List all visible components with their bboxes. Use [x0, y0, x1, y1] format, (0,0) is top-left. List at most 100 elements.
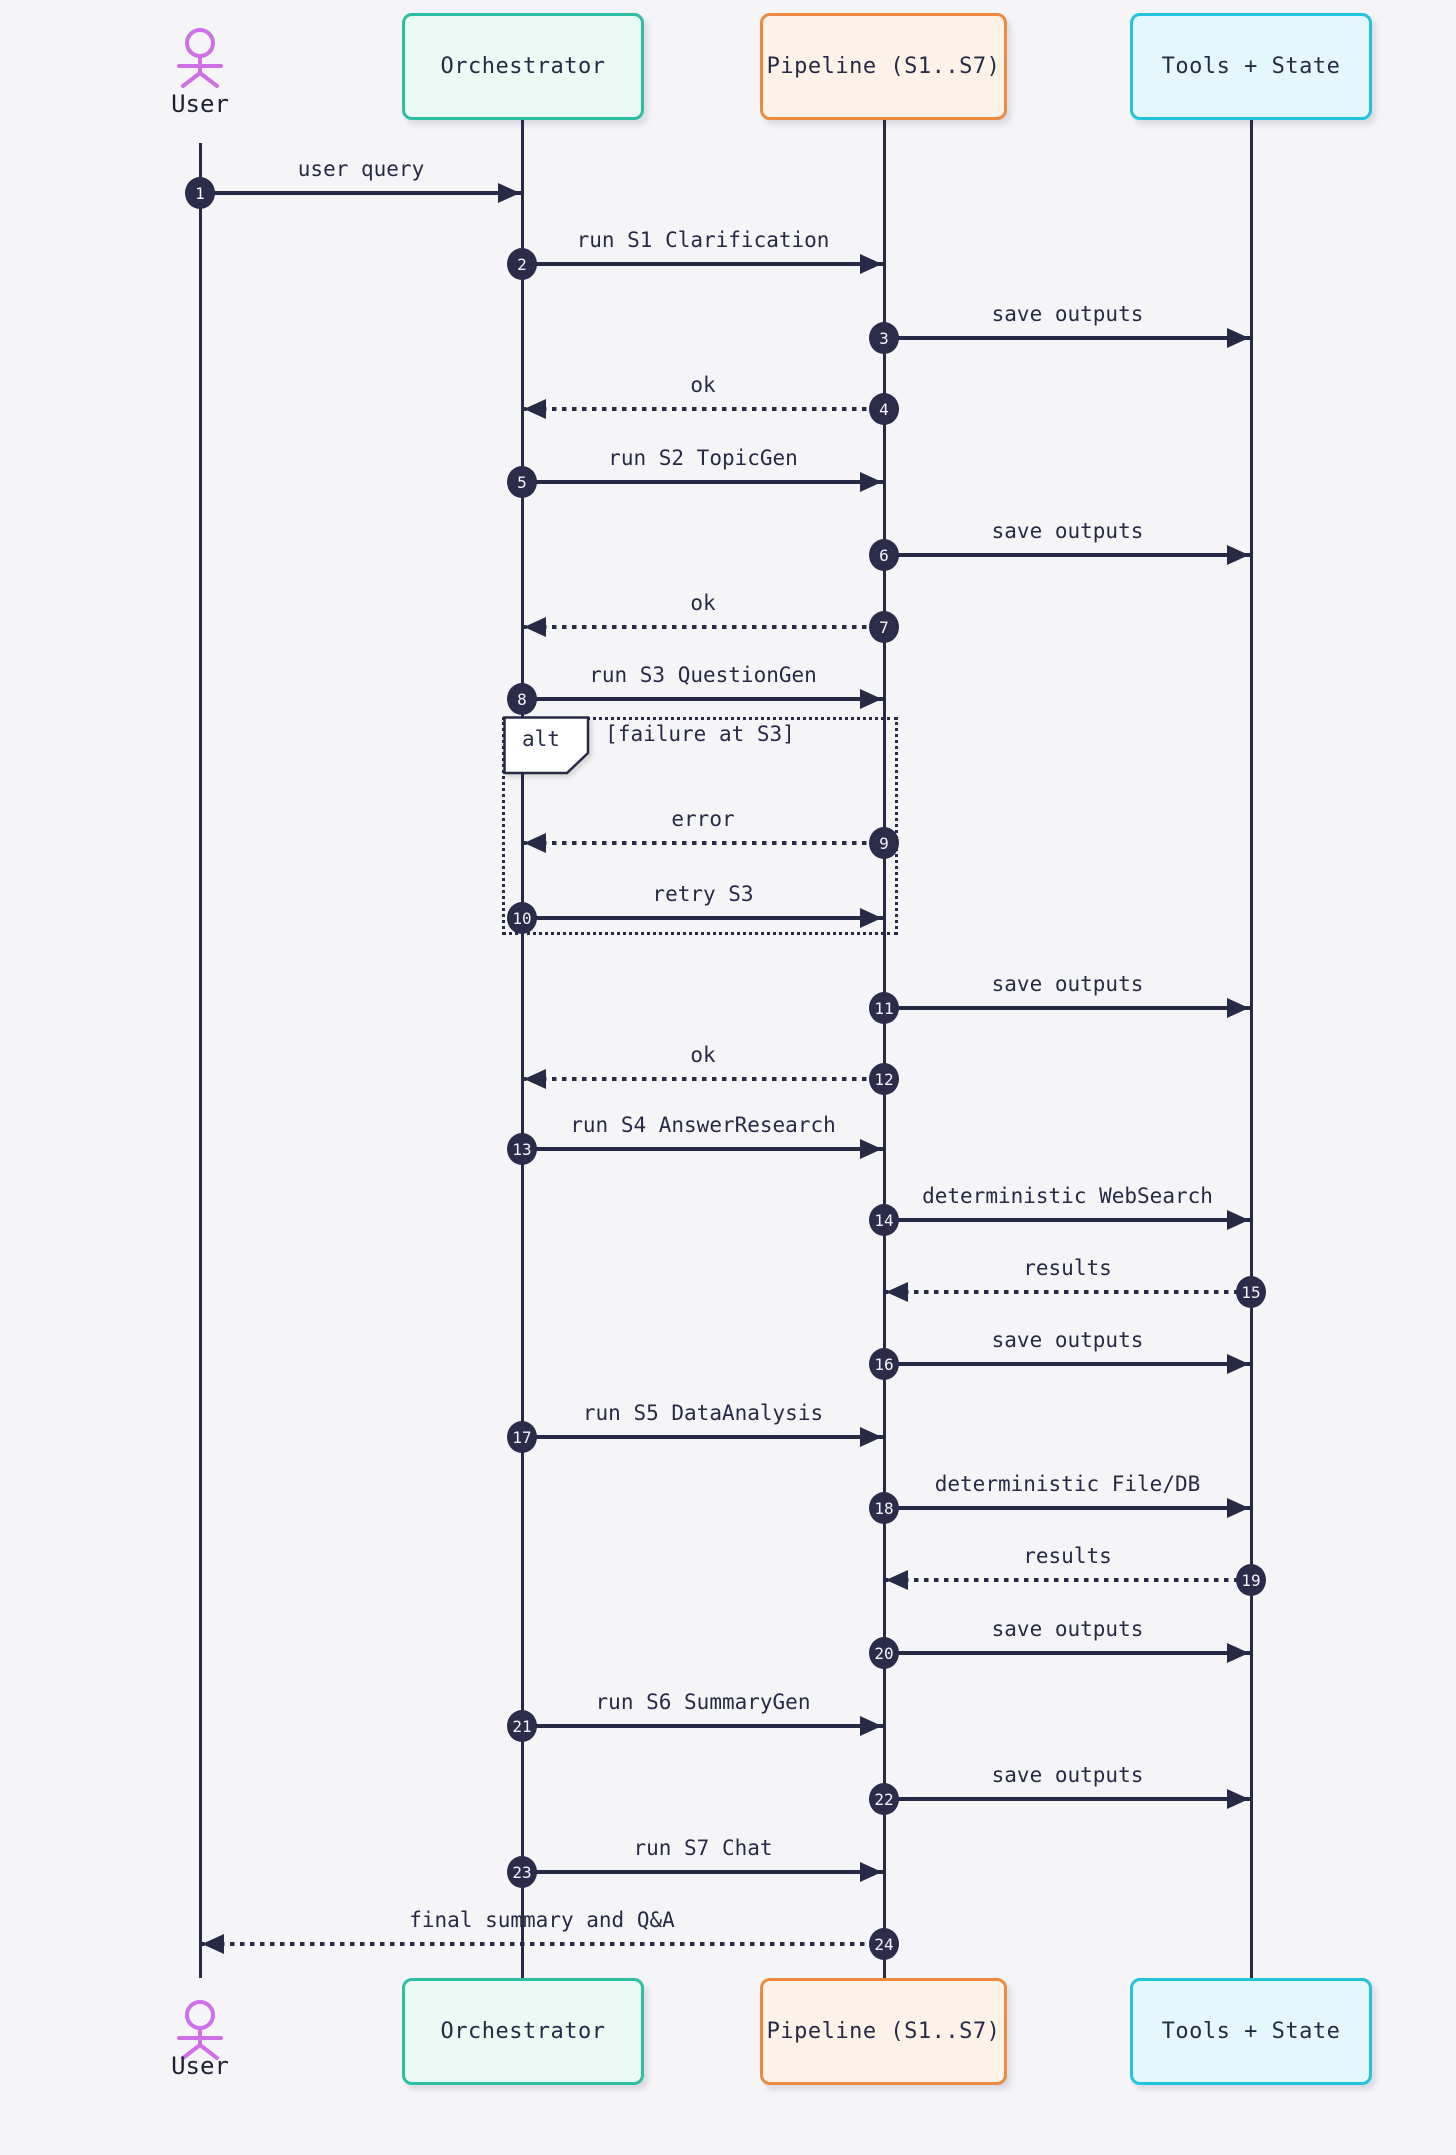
- message-label: deterministic WebSearch: [922, 1184, 1213, 1208]
- sequence-number-badge: 24: [869, 1928, 899, 1960]
- message-line-solid: [884, 1506, 1251, 1510]
- sequence-number-badge: 19: [1236, 1564, 1266, 1596]
- message-line-dotted: [884, 1578, 1251, 1582]
- arrowhead-icon: [860, 1427, 882, 1447]
- arrowhead-icon: [1227, 1354, 1249, 1374]
- message-line-solid: [884, 336, 1251, 340]
- message-line-solid: [522, 697, 884, 701]
- sequence-number-badge: 11: [869, 992, 899, 1024]
- message-label: save outputs: [991, 1763, 1144, 1787]
- message-line-solid: [200, 191, 522, 195]
- message-label: save outputs: [991, 302, 1144, 326]
- alt-condition: [failure at S3]: [605, 722, 795, 746]
- message-label: run S4 AnswerResearch: [570, 1113, 836, 1137]
- arrowhead-icon: [886, 1570, 908, 1590]
- message-line-dotted: [884, 1290, 1251, 1294]
- sequence-number-badge: 6: [869, 539, 899, 571]
- sequence-number-badge: 21: [507, 1710, 537, 1742]
- message-label: run S3 QuestionGen: [589, 663, 817, 687]
- arrowhead-icon: [1227, 1498, 1249, 1518]
- message-label: run S1 Clarification: [576, 228, 830, 252]
- message-label: save outputs: [991, 1617, 1144, 1641]
- sequence-number-badge: 16: [869, 1348, 899, 1380]
- message-label: user query: [297, 157, 425, 181]
- user-actor-label-bottom: User: [171, 2052, 229, 2080]
- message-label: error: [671, 807, 735, 831]
- participant-label: Tools + State: [1161, 54, 1341, 79]
- sequence-number-badge: 3: [869, 322, 899, 354]
- arrowhead-icon: [524, 617, 546, 637]
- message-line-dotted: [200, 1942, 884, 1946]
- message-line-solid: [522, 1724, 884, 1728]
- sequence-number-badge: 20: [869, 1637, 899, 1669]
- sequence-number-badge: 9: [869, 827, 899, 859]
- sequence-number-badge: 7: [869, 611, 899, 643]
- message-line-solid: [522, 916, 884, 920]
- sequence-number-badge: 23: [507, 1856, 537, 1888]
- message-label: save outputs: [991, 972, 1144, 996]
- arrowhead-icon: [860, 1862, 882, 1882]
- arrowhead-icon: [860, 254, 882, 274]
- arrowhead-icon: [860, 1716, 882, 1736]
- arrowhead-icon: [524, 399, 546, 419]
- arrowhead-icon: [1227, 1789, 1249, 1809]
- message-label: ok: [690, 373, 716, 397]
- lifeline-pipeline: [882, 119, 886, 1978]
- participant-bottom-orchestrator: Orchestrator: [402, 1978, 644, 2085]
- sequence-number-badge: 15: [1236, 1276, 1266, 1308]
- arrowhead-icon: [860, 689, 882, 709]
- arrowhead-icon: [886, 1282, 908, 1302]
- user-actor-label-top: User: [171, 90, 229, 118]
- alt-label: alt: [522, 727, 560, 751]
- participant-label: Orchestrator: [440, 2019, 606, 2044]
- message-label: run S7 Chat: [633, 1836, 773, 1860]
- message-label: ok: [690, 1043, 716, 1067]
- message-label: results: [1023, 1544, 1112, 1568]
- message-label: run S6 SummaryGen: [595, 1690, 811, 1714]
- sequence-number-badge: 8: [507, 683, 537, 715]
- lifeline-orchestrator: [520, 119, 524, 1978]
- arrowhead-icon: [860, 908, 882, 928]
- participant-label: Tools + State: [1161, 2019, 1341, 2044]
- sequence-number-badge: 12: [869, 1063, 899, 1095]
- arrowhead-icon: [498, 183, 520, 203]
- arrowhead-icon: [1227, 328, 1249, 348]
- participant-top-orchestrator: Orchestrator: [402, 13, 644, 120]
- arrowhead-icon: [1227, 1643, 1249, 1663]
- arrowhead-icon: [860, 1139, 882, 1159]
- message-label: save outputs: [991, 1328, 1144, 1352]
- sequence-number-badge: 17: [507, 1421, 537, 1453]
- message-line-solid: [884, 1218, 1251, 1222]
- message-label: run S2 TopicGen: [608, 446, 798, 470]
- message-label: save outputs: [991, 519, 1144, 543]
- message-line-solid: [884, 1006, 1251, 1010]
- arrowhead-icon: [1227, 998, 1249, 1018]
- participant-label: Orchestrator: [440, 54, 606, 79]
- message-label: results: [1023, 1256, 1112, 1280]
- message-line-solid: [522, 1147, 884, 1151]
- message-label: retry S3: [652, 882, 754, 906]
- message-line-dotted: [522, 841, 884, 845]
- sequence-number-badge: 18: [869, 1492, 899, 1524]
- message-line-solid: [522, 1870, 884, 1874]
- arrowhead-icon: [202, 1934, 224, 1954]
- sequence-number-badge: 13: [507, 1133, 537, 1165]
- participant-top-pipeline: Pipeline (S1..S7): [760, 13, 1007, 120]
- sequence-number-badge: 2: [507, 248, 537, 280]
- message-label: run S5 DataAnalysis: [582, 1401, 824, 1425]
- lifeline-tools: [1249, 119, 1253, 1978]
- alt-frame: [502, 717, 898, 935]
- sequence-number-badge: 22: [869, 1783, 899, 1815]
- message-label: ok: [690, 591, 716, 615]
- sequence-number-badge: 1: [185, 177, 215, 209]
- message-line-solid: [522, 262, 884, 266]
- participant-top-tools: Tools + State: [1130, 13, 1372, 120]
- message-label: deterministic File/DB: [934, 1472, 1201, 1496]
- sequence-number-badge: 4: [869, 393, 899, 425]
- participant-label: Pipeline (S1..S7): [766, 2019, 1001, 2044]
- participant-bottom-pipeline: Pipeline (S1..S7): [760, 1978, 1007, 2085]
- message-line-solid: [884, 1362, 1251, 1366]
- sequence-number-badge: 10: [507, 902, 537, 934]
- participant-label: Pipeline (S1..S7): [766, 54, 1001, 79]
- user-actor-icon: [177, 2000, 223, 2060]
